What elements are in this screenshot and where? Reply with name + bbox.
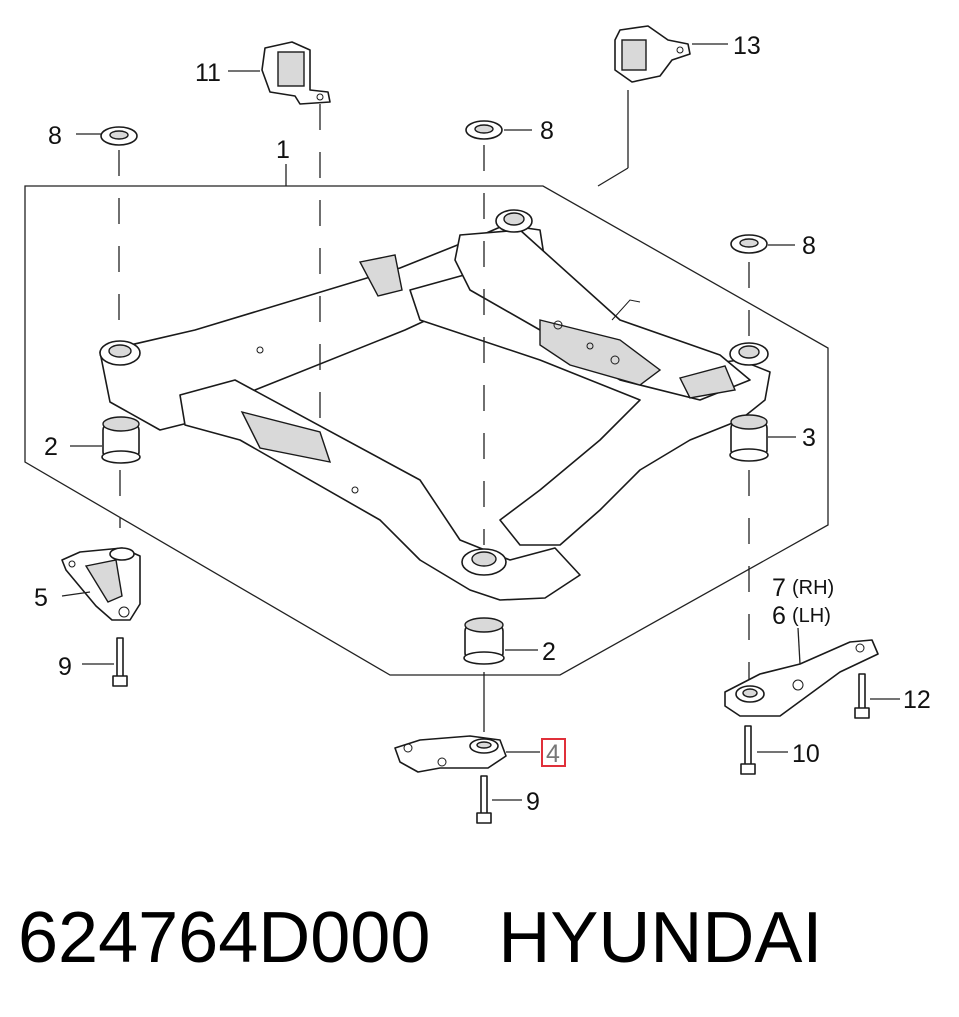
callout-3: 3 [802,424,816,452]
callout-2-front: 2 [542,638,556,666]
bolt-10 [740,725,756,775]
callout-6-side: (LH) [792,605,831,627]
bushing-2-left [101,416,141,464]
callout-5: 5 [34,584,48,612]
brand-name: HYUNDAI [498,898,823,978]
callout-9-left: 9 [58,653,72,681]
callout-4-highlight-box [541,738,566,767]
callout-7: 7 [772,574,786,602]
bracket-11 [261,41,331,105]
washer-8-center [465,120,503,140]
callout-8-left: 8 [48,122,62,150]
callout-8-right: 8 [802,232,816,260]
callout-8-center: 8 [540,117,554,145]
callout-9-front: 9 [526,788,540,816]
washer-8-left [100,126,138,146]
callout-1: 1 [276,136,290,164]
callout-2-left: 2 [44,433,58,461]
stay-bracket-6-7 [724,639,879,717]
callout-4: 4 [546,740,560,768]
callout-7-side: (RH) [792,577,834,599]
subframe-crossmember [99,209,771,601]
bushing-2-front [463,617,505,665]
part-number: 624764D000 [18,898,431,978]
callout-13: 13 [733,32,761,60]
bolt-12 [854,673,870,719]
bolt-9-left [112,637,128,687]
stay-bracket-4 [394,735,507,773]
bushing-3-right [729,414,769,462]
washer-8-right [730,234,768,254]
assembly-outline [24,185,829,676]
stay-bracket-5 [61,547,141,621]
callout-6: 6 [772,602,786,630]
callout-10: 10 [792,740,820,768]
bracket-13 [614,25,691,83]
bolt-9-front [476,775,492,824]
callout-11: 11 [195,59,221,87]
callout-12: 12 [903,686,931,714]
part-caption: 624764D000 HYUNDAI [18,888,948,988]
exploded-parts-diagram: 1 2 2 3 4 5 6 (LH) 7 (RH) 8 8 8 9 9 10 1… [24,25,931,824]
